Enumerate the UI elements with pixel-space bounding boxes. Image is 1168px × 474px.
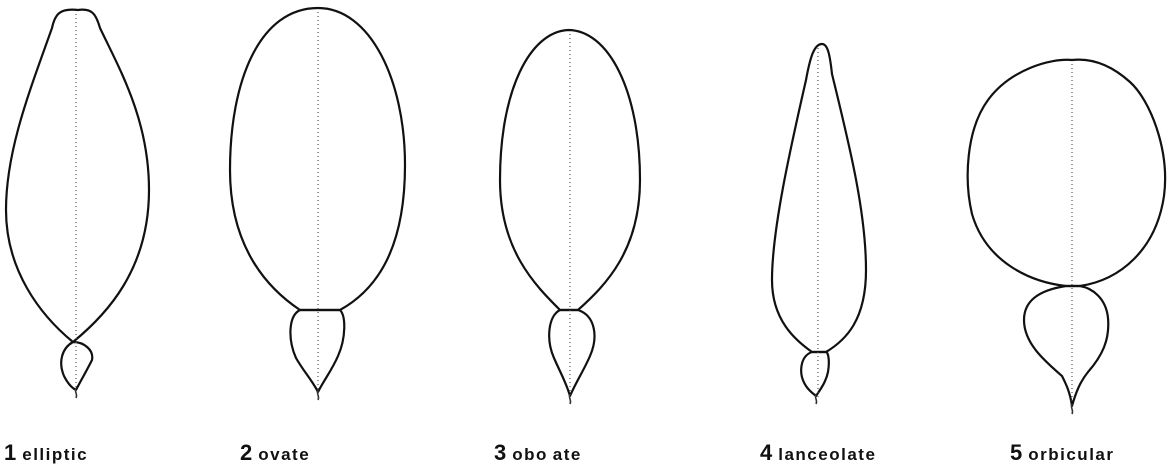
leaf-lanceolate bbox=[772, 44, 866, 404]
caption-label: obo ate bbox=[512, 445, 582, 464]
blade-lanceolate bbox=[772, 44, 866, 352]
caption-ovate: 2 ovate bbox=[240, 440, 310, 466]
blade-elliptic bbox=[6, 10, 149, 342]
leaf-elliptic bbox=[6, 10, 149, 398]
caption-elliptic: 1 elliptic bbox=[4, 440, 88, 466]
leaf-orbicular bbox=[968, 60, 1165, 414]
caption-number: 1 bbox=[4, 440, 16, 465]
petiole-lanceolate bbox=[801, 352, 829, 396]
caption-number: 4 bbox=[760, 440, 772, 465]
petiole-orbicular bbox=[1024, 286, 1108, 406]
caption-orbicular: 5 orbicular bbox=[1010, 440, 1115, 466]
caption-label: elliptic bbox=[22, 445, 88, 464]
leaf-obovate bbox=[500, 30, 640, 404]
caption-label: ovate bbox=[258, 445, 310, 464]
caption-label: lanceolate bbox=[778, 445, 876, 464]
caption-number: 2 bbox=[240, 440, 252, 465]
petiole-obovate bbox=[549, 310, 594, 396]
caption-number: 5 bbox=[1010, 440, 1022, 465]
petiole-elliptic bbox=[61, 342, 92, 390]
caption-lanceolate: 4 lanceolate bbox=[760, 440, 876, 466]
caption-obovate: 3 obo ate bbox=[494, 440, 582, 466]
petiole-ovate bbox=[290, 310, 344, 392]
blade-orbicular bbox=[968, 60, 1165, 286]
caption-number: 3 bbox=[494, 440, 506, 465]
leaf-ovate bbox=[230, 8, 405, 400]
caption-label: orbicular bbox=[1028, 445, 1114, 464]
